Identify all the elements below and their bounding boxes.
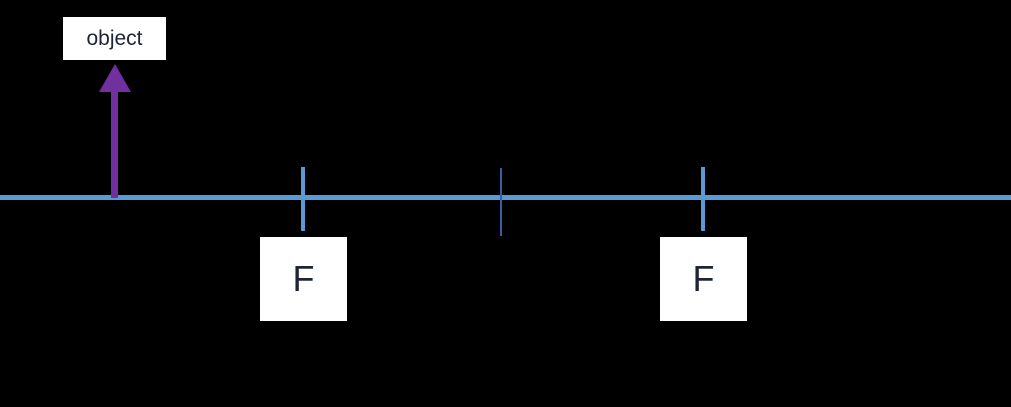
object-label: object [63,17,166,60]
focal-label-left-text: F [292,258,315,299]
focal-label-right: F [660,237,747,321]
focal-point-tick-right [701,167,705,231]
object-arrow-shaft [111,88,118,198]
lens-center-tick [500,168,502,236]
object-label-text: object [86,26,143,50]
focal-label-right-text: F [692,258,715,299]
principal-axis-line [0,195,1011,200]
object-arrow-head-icon [99,64,131,92]
focal-label-left: F [260,237,347,321]
focal-point-tick-left [301,167,305,231]
